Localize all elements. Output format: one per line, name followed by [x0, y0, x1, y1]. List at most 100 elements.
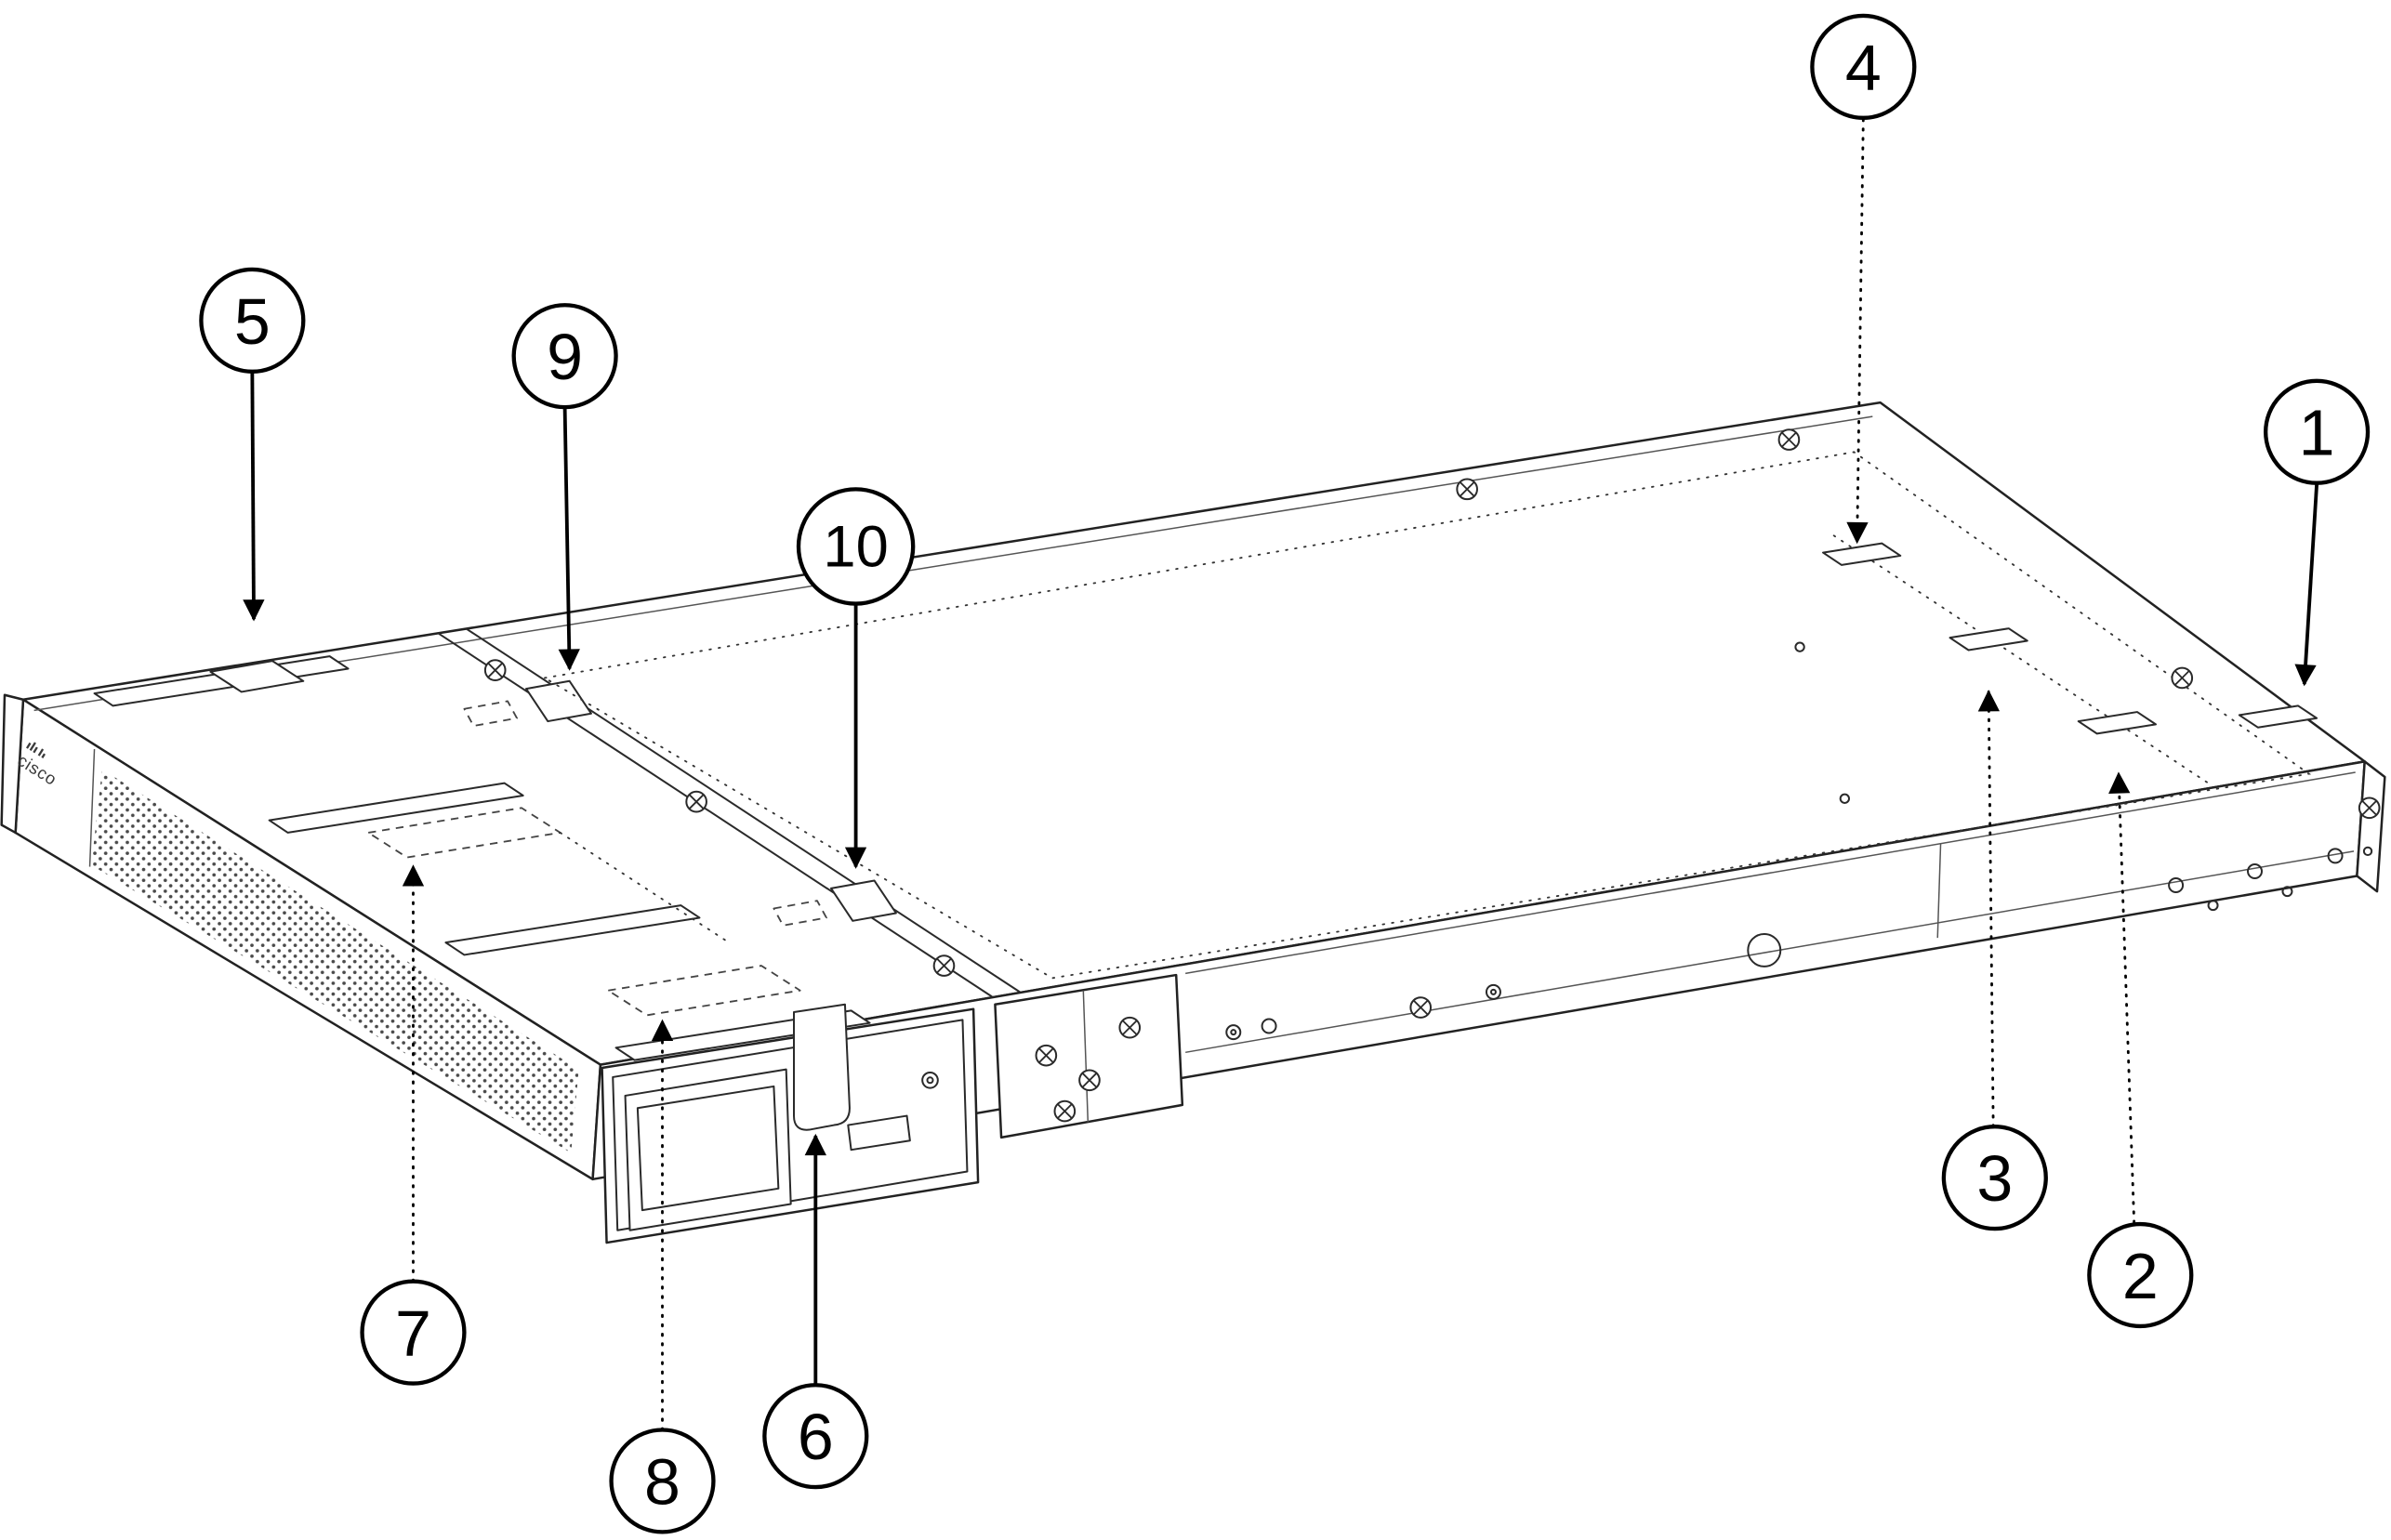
callout-1-number: 1 [2299, 397, 2335, 469]
callout-10: 10 [796, 487, 916, 869]
screw-icon [2171, 666, 2194, 690]
callout-2-number: 2 [2122, 1240, 2159, 1312]
callout-8-number: 8 [644, 1445, 680, 1518]
callout-10-circle [796, 487, 916, 606]
callout-2-leader [2108, 771, 2136, 1224]
callout-8-circle [609, 1428, 716, 1534]
top-hole [1794, 641, 1805, 652]
front-lip-line [1185, 771, 2356, 975]
screw-icon [1053, 1099, 1077, 1123]
right-end-detail [2358, 796, 2381, 857]
callouts: 1 2 3 4 5 6 7 [199, 13, 2371, 1534]
callout-1-leader [2294, 484, 2319, 687]
front-hole-center [1489, 988, 1497, 995]
bracket-plate [994, 973, 1184, 1139]
front-hole-center [1230, 1029, 1237, 1036]
screw-icon [1078, 1069, 1101, 1092]
callout-4-circle [1810, 13, 1917, 120]
screw-icon [1409, 996, 1433, 1019]
screw-icon [2358, 796, 2381, 820]
callout-7: 7 [360, 864, 467, 1386]
psu-screw-center [926, 1076, 934, 1085]
callout-3-number: 3 [1976, 1142, 2013, 1215]
callout-7-number: 7 [395, 1297, 431, 1370]
callout-3: 3 [1941, 690, 2048, 1231]
screw-icon [1118, 1016, 1142, 1039]
callout-5-number: 5 [234, 285, 271, 358]
cover-slot [444, 904, 701, 956]
callout-7-circle [360, 1279, 467, 1386]
callout-4-number: 4 [1845, 32, 1882, 104]
front-face-detail [1185, 771, 2356, 1054]
screw-icon [1456, 478, 1478, 501]
top-hole [1839, 793, 1851, 804]
chassis-right-end-face [2356, 760, 2386, 893]
psu-blank-plate-inner [636, 1085, 780, 1212]
screw-icon [483, 659, 507, 681]
rack-mount-bracket [994, 973, 1184, 1139]
hidden-edge-line [559, 832, 731, 944]
front-port-hole [1747, 932, 1782, 967]
callout-3-leader [1977, 690, 2001, 1128]
mount-slot-2 [2077, 711, 2157, 735]
callout-4: 4 [1810, 13, 1917, 545]
psu-blank-plate [624, 1068, 792, 1231]
callout-5-leader [243, 373, 265, 622]
callout-6-number: 6 [798, 1401, 834, 1473]
mount-slot-3 [1948, 627, 2028, 652]
front-crease-line [1185, 850, 2355, 1054]
screw-icon [1777, 428, 1801, 451]
seam-tab-9 [525, 679, 592, 723]
callout-10-number: 10 [823, 515, 888, 580]
callout-9-circle [511, 303, 618, 410]
callout-9-number: 9 [547, 321, 583, 393]
front-hole [1225, 1024, 1242, 1041]
callout-1-circle [2263, 378, 2371, 485]
callout-2: 2 [2087, 771, 2194, 1329]
mount-slot-4 [1822, 542, 1902, 566]
seam-tab-hidden-slot [463, 700, 518, 727]
front-hole [2207, 900, 2219, 912]
callout-3-circle [1941, 1125, 2048, 1231]
power-supply-module [601, 1003, 980, 1244]
callout-6: 6 [762, 1133, 869, 1490]
cover-slot [268, 782, 524, 834]
cover-seam-strip [437, 627, 1021, 998]
screw-icon [932, 954, 956, 977]
front-hole [2281, 886, 2293, 898]
hidden-interior-outline [542, 451, 2312, 980]
chassis: cisco [0, 401, 2386, 1244]
callout-8: 8 [609, 1019, 716, 1534]
front-hole [2168, 877, 2185, 894]
callout-2-circle [2087, 1221, 2194, 1329]
mount-slot-1 [2238, 704, 2318, 729]
front-hole [1261, 1018, 1277, 1034]
callout-5-circle [199, 267, 306, 374]
vent-perforations [91, 769, 579, 1153]
top-surface-detail [483, 428, 2318, 980]
seam-tab-10 [829, 879, 897, 922]
callout-9: 9 [511, 303, 618, 671]
front-joint-line [1936, 843, 1942, 939]
screw-icon [1035, 1044, 1058, 1067]
hidden-feature-outlines [367, 807, 801, 1017]
front-hole [1485, 983, 1501, 1000]
front-hole [2247, 863, 2263, 880]
cisco-logo-bars [26, 742, 46, 758]
psu-latch-handle [847, 1114, 911, 1152]
callout-6-circle [762, 1383, 869, 1490]
front-hole [2327, 848, 2344, 864]
top-back-inner-edge [33, 415, 1873, 712]
seam-tab-hidden-slot [773, 900, 827, 927]
chassis-back-corner-face [0, 693, 25, 835]
psu-screw-hole [921, 1071, 939, 1089]
callout-9-leader [558, 408, 580, 671]
vent-panel-divider [88, 748, 96, 867]
end-hole [2362, 846, 2373, 857]
top-cover-vent-slots [93, 655, 871, 1061]
bracket-fold-line [1082, 990, 1090, 1123]
screw-icon [685, 790, 707, 813]
cover-slot-tab [209, 660, 305, 693]
